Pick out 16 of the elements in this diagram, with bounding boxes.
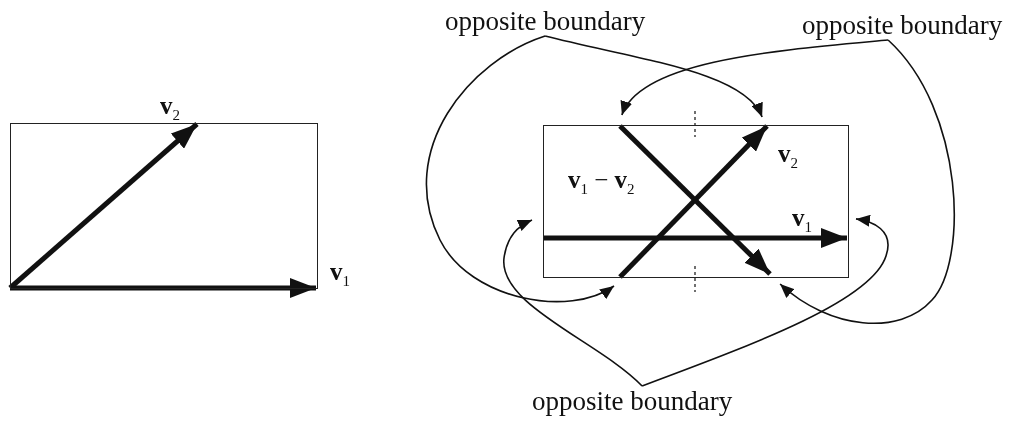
curved-arrow [503, 219, 643, 387]
curved-arrow [544, 35, 763, 118]
rectangle [10, 123, 318, 289]
annotation-text: opposite boundary [802, 10, 1003, 40]
curved-arrow [779, 39, 955, 325]
annotation-text: opposite boundary [445, 6, 646, 36]
vector-label: v$_{2}$ [160, 92, 180, 125]
annotation-text: opposite boundary [532, 386, 733, 416]
vector-label: v$_{1}$ − v$_{2}$ [568, 166, 635, 199]
vector-label: v$_{1}$ [792, 204, 812, 237]
curved-arrow [641, 215, 889, 387]
vector-label: v$_{2}$ [778, 140, 798, 173]
curved-arrow [621, 39, 889, 116]
curved-arrow [426, 35, 615, 303]
rectangle [543, 125, 849, 278]
vector-label: v$_{1}$ [330, 258, 350, 291]
